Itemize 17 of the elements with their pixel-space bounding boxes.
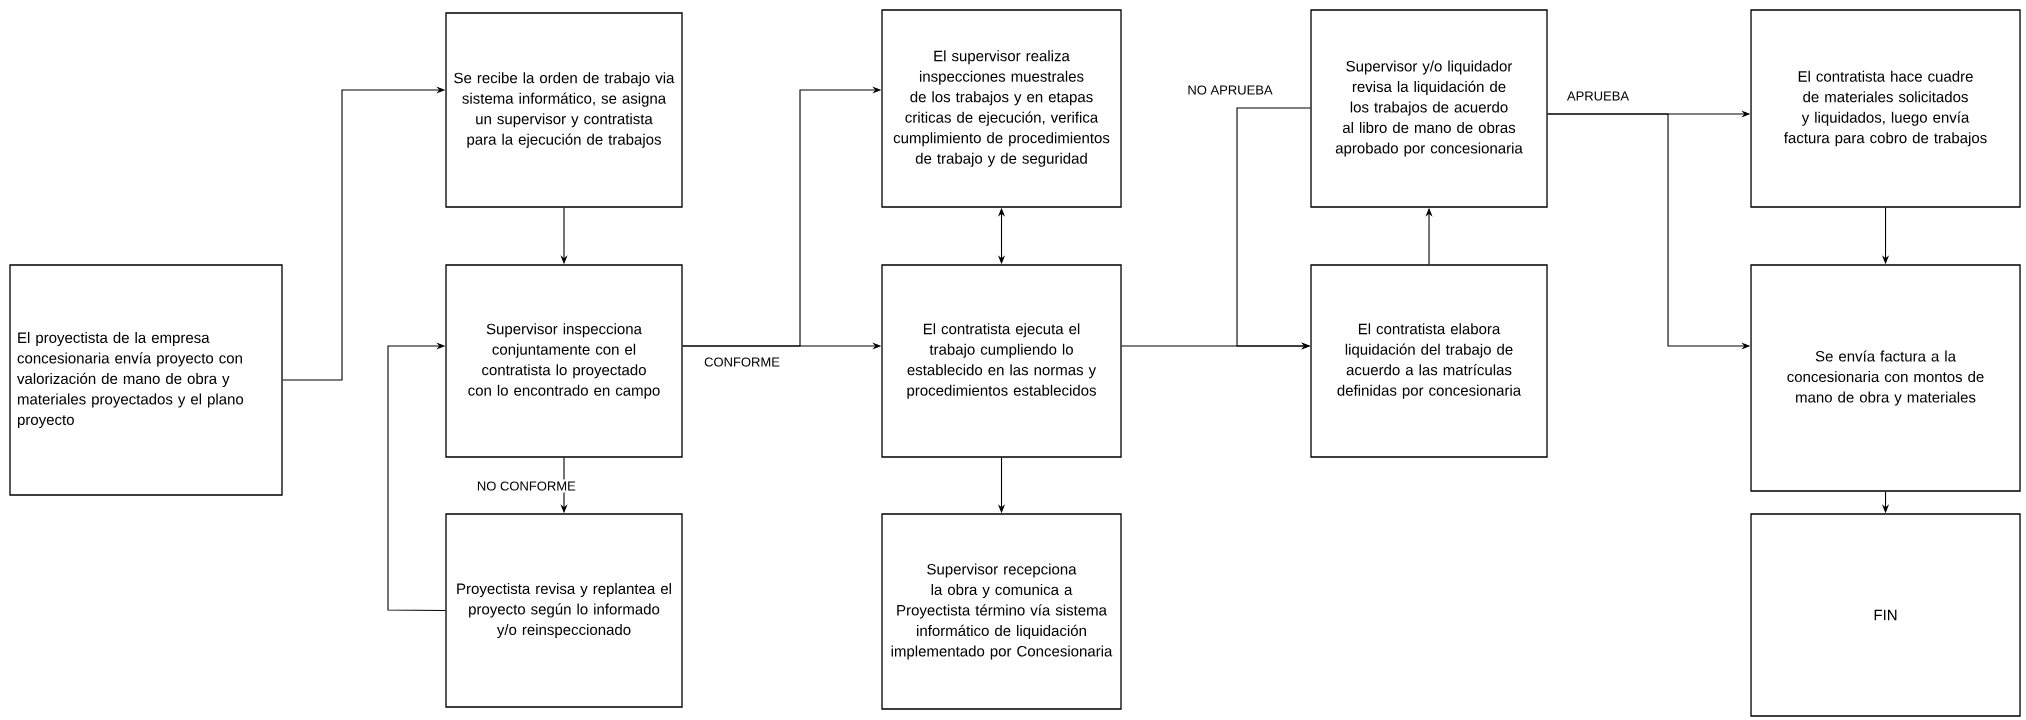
edge-label: CONFORME	[702, 355, 782, 369]
process-box: Se envía factura a la concesionaria con montos de mano de obra y materiales	[1750, 264, 2021, 492]
process-box: El contratista hace cuadre de materiales solicitados y liquidados, luego envía factura para cobro de trabajos	[1750, 9, 2021, 208]
process-box: El supervisor realiza inspecciones muestrales de los trabajos y en etapas criticas de ejecución, verifica cumplimiento de procedimientos de trabajo y de seguridad	[881, 9, 1122, 208]
process-box: Se recibe la orden de trabajo via sistema informático, se asigna un supervisor y contratista para la ejecución de trabajos	[445, 12, 683, 208]
edge-label: NO APRUEBA	[1185, 83, 1275, 97]
process-box: Supervisor recepciona la obra y comunica a Proyectista término vía sistema informático de liquidación implementado por Concesionaria	[881, 513, 1122, 710]
process-box: El proyectista de la empresa concesionaria envía proyecto con valorización de mano de obra y materiales proyectados y el plano proyecto	[9, 264, 283, 496]
arrow	[387, 342, 446, 612]
process-box: El contratista elabora liquidación del trabajo de acuerdo a las matrículas definidas por concesionaria	[1310, 264, 1548, 458]
process-box: Supervisor inspecciona conjuntamente con el contratista lo proyectado con lo encontrado en campo	[445, 264, 683, 458]
edge-label: NO CONFORME	[474, 479, 578, 493]
process-box: Supervisor y/o liquidador revisa la liquidación de los trabajos de acuerdo al libro de mano de obras aprobado por concesionaria	[1310, 9, 1548, 208]
process-box: El contratista ejecuta el trabajo cumpliendo lo establecido en las normas y procedimientos establecidos	[881, 264, 1122, 458]
process-box: FIN	[1750, 513, 2021, 717]
process-box: Proyectista revisa y replantea el proyecto según lo informado y/o reinspeccionado	[445, 513, 683, 708]
edge-label: APRUEBA	[1564, 89, 1632, 103]
